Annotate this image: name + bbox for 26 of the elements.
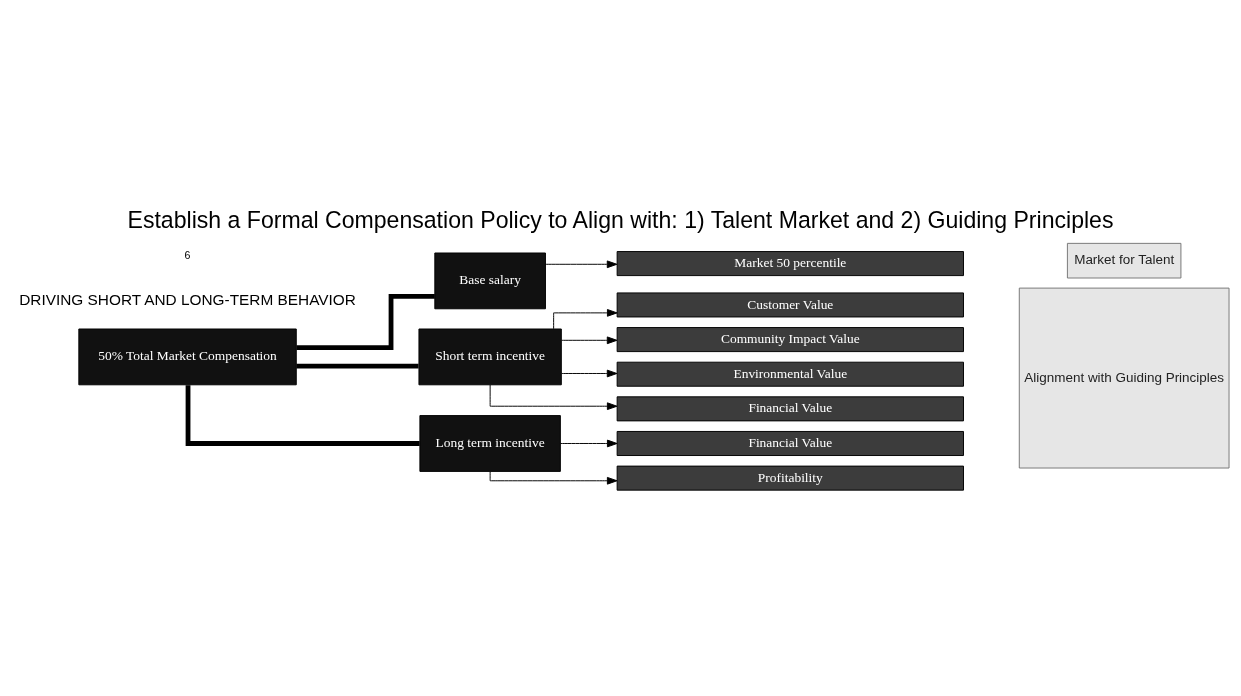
arrow bbox=[561, 336, 618, 345]
node-box: Financial Value bbox=[616, 430, 964, 456]
label: DRIVING SHORT AND LONG-TERM BEHAVIOR bbox=[19, 290, 356, 308]
connector bbox=[296, 293, 435, 350]
connector bbox=[185, 385, 420, 446]
arrow bbox=[545, 260, 618, 269]
node-box: Alignment with Guiding Principles bbox=[1018, 287, 1230, 469]
node-box: Environmental Value bbox=[616, 361, 964, 387]
node-box: Customer Value bbox=[616, 292, 964, 318]
label: 6 bbox=[184, 248, 191, 261]
node-box: Market for Talent bbox=[1066, 242, 1182, 279]
node-box: Base salary bbox=[434, 252, 546, 310]
node-box: Long term incentive bbox=[419, 415, 561, 472]
connector bbox=[296, 363, 419, 369]
node-box: Financial Value bbox=[616, 396, 964, 422]
arrow bbox=[489, 471, 618, 485]
arrow bbox=[560, 439, 618, 448]
arrow bbox=[489, 384, 618, 411]
arrow bbox=[553, 309, 618, 330]
node-box: Short term incentive bbox=[418, 328, 562, 386]
node-box: Profitability bbox=[616, 465, 964, 491]
arrow bbox=[561, 369, 618, 378]
diagram-title: Establish a Formal Compensation Policy to Align with: 1) Talent Market and 2) Guiding Principles bbox=[127, 207, 1114, 234]
node-box: Market 50 percentile bbox=[616, 251, 964, 277]
node-box: Community Impact Value bbox=[616, 327, 964, 353]
node-box: 50% Total Market Compensation bbox=[78, 328, 297, 386]
